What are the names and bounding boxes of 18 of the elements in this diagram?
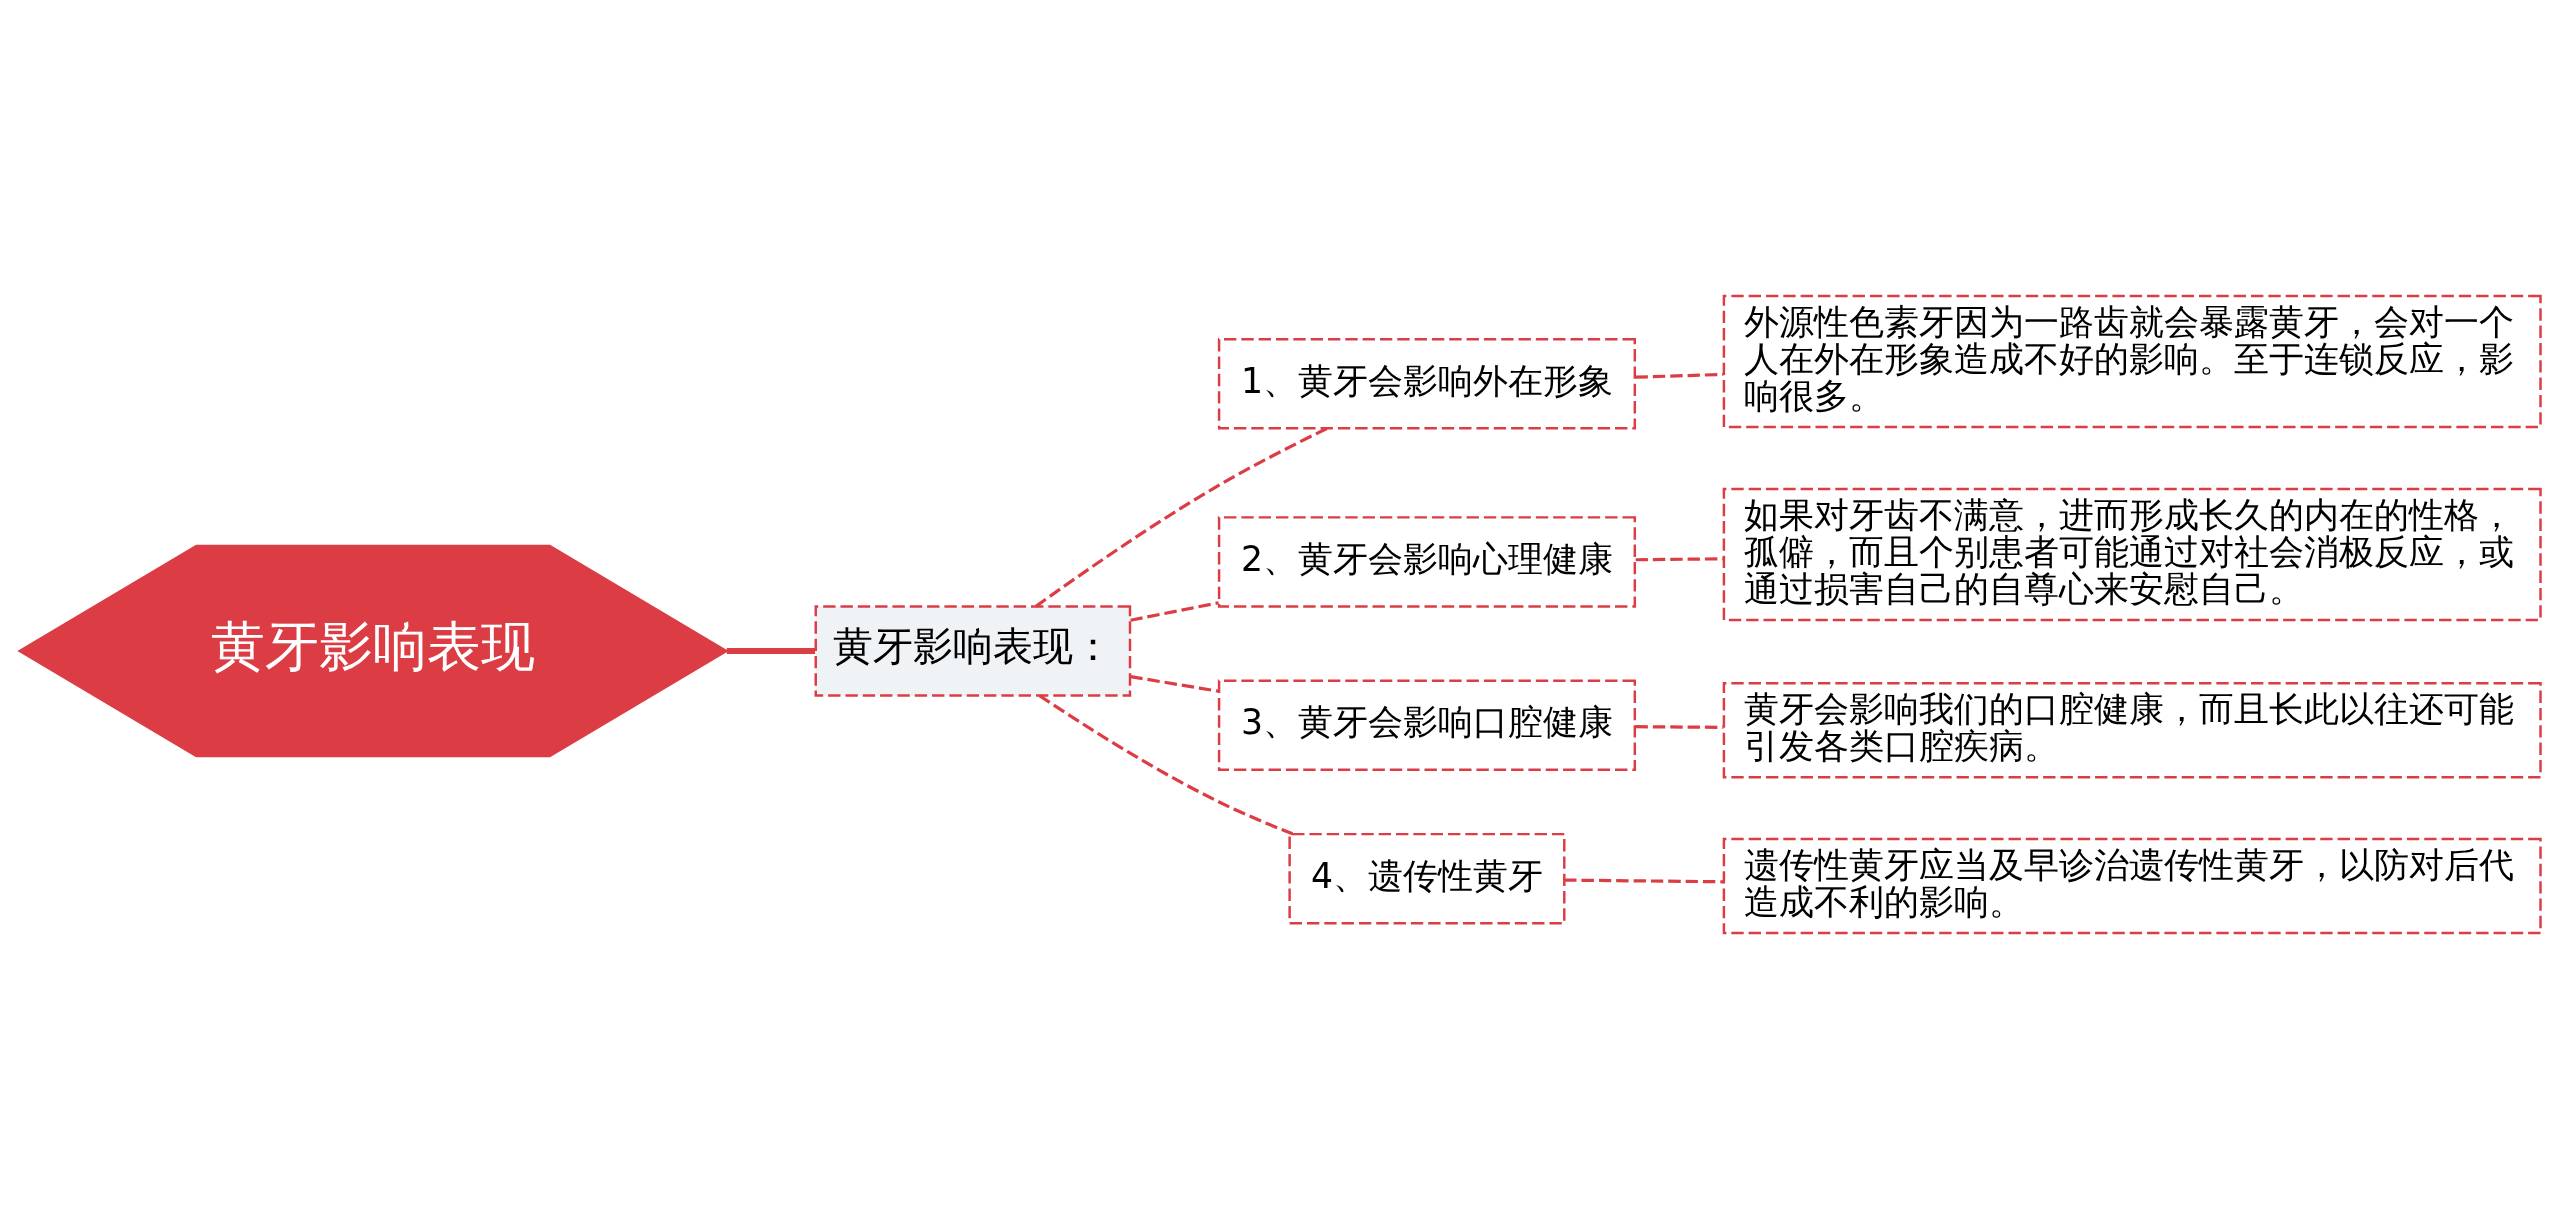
- node-box: 黄牙会影响我们的口腔健康，而且长此以往还可能引发各类口腔疾病。: [1722, 681, 2542, 779]
- node-box: 如果对牙齿不满意，进而形成长久的内在的性格，孤僻，而且个别患者可能通过对社会消极反应，或通过损害自己的自尊心来安慰自己。: [1722, 487, 2542, 622]
- connector: [1635, 372, 1724, 379]
- connector: [1635, 725, 1724, 729]
- connector: [1130, 675, 1219, 693]
- node-box: 遗传性黄牙应当及早诊治遗传性黄牙，以防对后代造成不利的影响。: [1722, 837, 2542, 935]
- connector: [1130, 601, 1219, 622]
- node-box: 黄牙影响表现：: [814, 605, 1132, 697]
- connector: [1635, 557, 1724, 562]
- connector: [1035, 427, 1328, 608]
- node-box: 3、黄牙会影响口腔健康: [1217, 679, 1637, 771]
- node-box: 4、遗传性黄牙: [1288, 832, 1566, 925]
- node-box: 2、黄牙会影响心理健康: [1217, 516, 1637, 608]
- connector: [726, 647, 816, 655]
- connector: [1564, 878, 1724, 884]
- node-box: 外源性色素牙因为一路齿就会暴露黄牙，会对一个人在外在形象造成不好的影响。至于连锁反应，影响很多。: [1722, 294, 2542, 429]
- node-box: 1、黄牙会影响外在形象: [1217, 337, 1637, 430]
- connector: [1038, 694, 1294, 836]
